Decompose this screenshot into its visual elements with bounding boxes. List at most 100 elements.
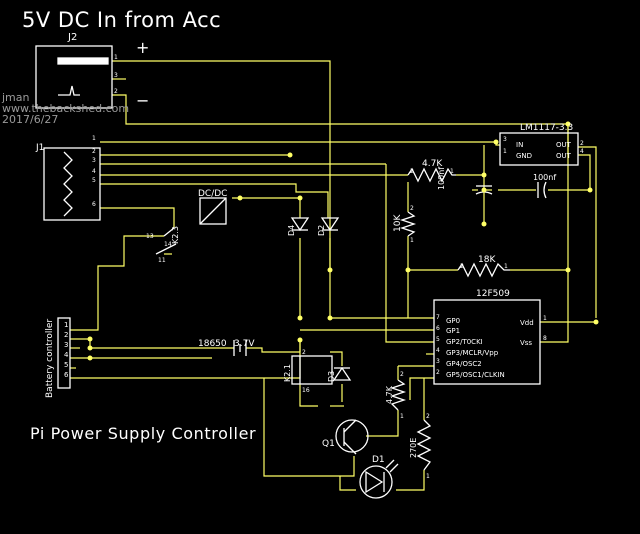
resistor-270e	[416, 419, 432, 471]
mcu-pin-vdd: Vdd	[520, 319, 534, 327]
battery-connector	[57, 317, 71, 389]
regulator-pin-2: 2	[580, 140, 584, 147]
battery-pin-6: 6	[64, 371, 69, 379]
mcu-num-2: 2	[436, 369, 440, 376]
battery-pin-1: 1	[64, 321, 68, 329]
res-10k-pin-1: 1	[410, 237, 414, 244]
j1-pin-6: 6	[92, 201, 96, 208]
resistor-18k	[457, 262, 510, 278]
mcu-label: 12F509	[476, 289, 510, 299]
battery-pin-4: 4	[64, 351, 69, 359]
credit-website: www.thebackshed.com	[2, 102, 130, 115]
mcu-pin-gp2: GP2/T0CKI	[446, 338, 483, 346]
dc-dc-converter	[199, 197, 227, 225]
regulator-gnd-pin: GND	[516, 152, 532, 160]
cell-name: 18650	[198, 339, 227, 349]
mcu-num-4: 4	[436, 347, 440, 354]
res-18k-value: 18K	[478, 255, 496, 265]
j1-label: J1	[35, 143, 44, 153]
res-top-pin-1: 1	[450, 168, 454, 175]
res-top-pin-2: 2	[410, 168, 414, 175]
polarity-minus: −	[136, 91, 149, 110]
j1-pin-1: 1	[92, 135, 96, 142]
relay-k21-pin-2: 2	[302, 349, 306, 356]
dcdc-label: DC/DC	[198, 189, 227, 199]
j1-pin-3: 3	[92, 157, 96, 164]
diode-d4-label: D4	[287, 225, 296, 236]
regulator-label: LM1117-3.3	[520, 123, 573, 133]
mcu-num-3: 3	[436, 358, 440, 365]
j2-pin-3: 3	[114, 72, 118, 79]
regulator-pin-3: 3	[503, 136, 507, 143]
regulator-pin-4: 4	[580, 148, 584, 155]
battery-18650	[233, 340, 247, 356]
relay-k23-label: K2.3	[171, 226, 180, 244]
regulator-out2-pin: OUT	[556, 152, 572, 160]
wires	[70, 60, 597, 491]
resistor-10k	[399, 211, 417, 237]
j1-pin-4: 4	[92, 168, 96, 175]
mcu-num-7: 7	[436, 314, 440, 321]
relay-coil-k2-1	[291, 355, 333, 385]
mcu-12f509	[433, 299, 541, 385]
mcu-num-5: 5	[436, 336, 440, 343]
battery-connector-label: Battery controller	[45, 319, 55, 398]
mcu-pin-gp1: GP1	[446, 327, 460, 335]
relay-k21-label: K2.1	[283, 364, 292, 382]
relay-k23-pin-13: 13	[146, 233, 154, 240]
res-10k-pin-2: 2	[410, 205, 414, 212]
mcu-num-6: 6	[436, 325, 440, 332]
diagram-title: 5V DC In from Acc	[22, 8, 222, 32]
relay-k21-pin-16: 16	[302, 387, 310, 394]
res-270e-pin-2: 2	[426, 413, 430, 420]
cap1-value: 100nf	[437, 167, 446, 190]
relay-k23-pin-11: 11	[158, 257, 166, 264]
polarity-plus: +	[136, 38, 149, 57]
j2-pin-1: 1	[114, 54, 118, 61]
credit-date: 2017/6/27	[2, 113, 59, 126]
resistor-4k7-bottom	[389, 379, 407, 411]
mcu-num-1: 1	[543, 315, 547, 322]
led-d1-label: D1	[372, 455, 385, 465]
mcu-pin-gp5: GP5/OSC1/CLKIN	[446, 371, 505, 379]
mcu-pin-gp4: GP4/OSC2	[446, 360, 482, 368]
regulator-pin-1: 1	[503, 148, 507, 155]
res-4k7b-pin-1: 1	[400, 413, 404, 420]
diode-d2-label: D2	[317, 225, 326, 236]
res-18k-pin-2: 2	[460, 263, 464, 270]
capacitor-100nf-horizontal	[537, 181, 547, 199]
res-4k7b-value: 4.7K	[385, 385, 394, 404]
res-270e-pin-1: 1	[426, 473, 430, 480]
cap2-value: 100nf	[533, 173, 556, 182]
transistor-q1	[335, 419, 369, 455]
res-top-value: 4.7K	[422, 159, 443, 169]
resistor-4k7-top	[407, 167, 456, 183]
led-d1	[359, 459, 399, 499]
mcu-pin-vss: Vss	[520, 339, 532, 347]
battery-pin-3: 3	[64, 341, 68, 349]
connector-j1	[43, 147, 101, 221]
battery-pin-5: 5	[64, 361, 68, 369]
j1-pin-5: 5	[92, 177, 96, 184]
regulator-in-pin: IN	[516, 141, 523, 149]
transistor-q1-label: Q1	[322, 439, 335, 449]
j2-pin-2: 2	[114, 88, 118, 95]
res-270e-value: 270E	[409, 438, 418, 458]
res-18k-pin-1: 1	[504, 263, 508, 270]
res-10k-value: 10K	[393, 214, 403, 232]
regulator-out1-pin: OUT	[556, 141, 572, 149]
regulator-lm1117	[499, 132, 579, 166]
junction-dots	[87, 121, 599, 361]
diode-d3-label: D3	[327, 371, 336, 382]
mcu-pin-gp0: GP0	[446, 317, 460, 325]
cell-value: 3.7V	[234, 339, 255, 349]
dc-jack-j2	[35, 45, 113, 109]
mcu-num-8: 8	[543, 335, 547, 342]
diode-d2	[320, 217, 340, 232]
mcu-pin-gp3: GP3/MCLR/Vpp	[446, 349, 499, 357]
footer-title: Pi Power Supply Controller	[30, 424, 257, 443]
relay-k23-pin-14: 14	[164, 241, 172, 248]
diode-d4	[290, 217, 310, 232]
j1-pin-2: 2	[92, 148, 96, 155]
